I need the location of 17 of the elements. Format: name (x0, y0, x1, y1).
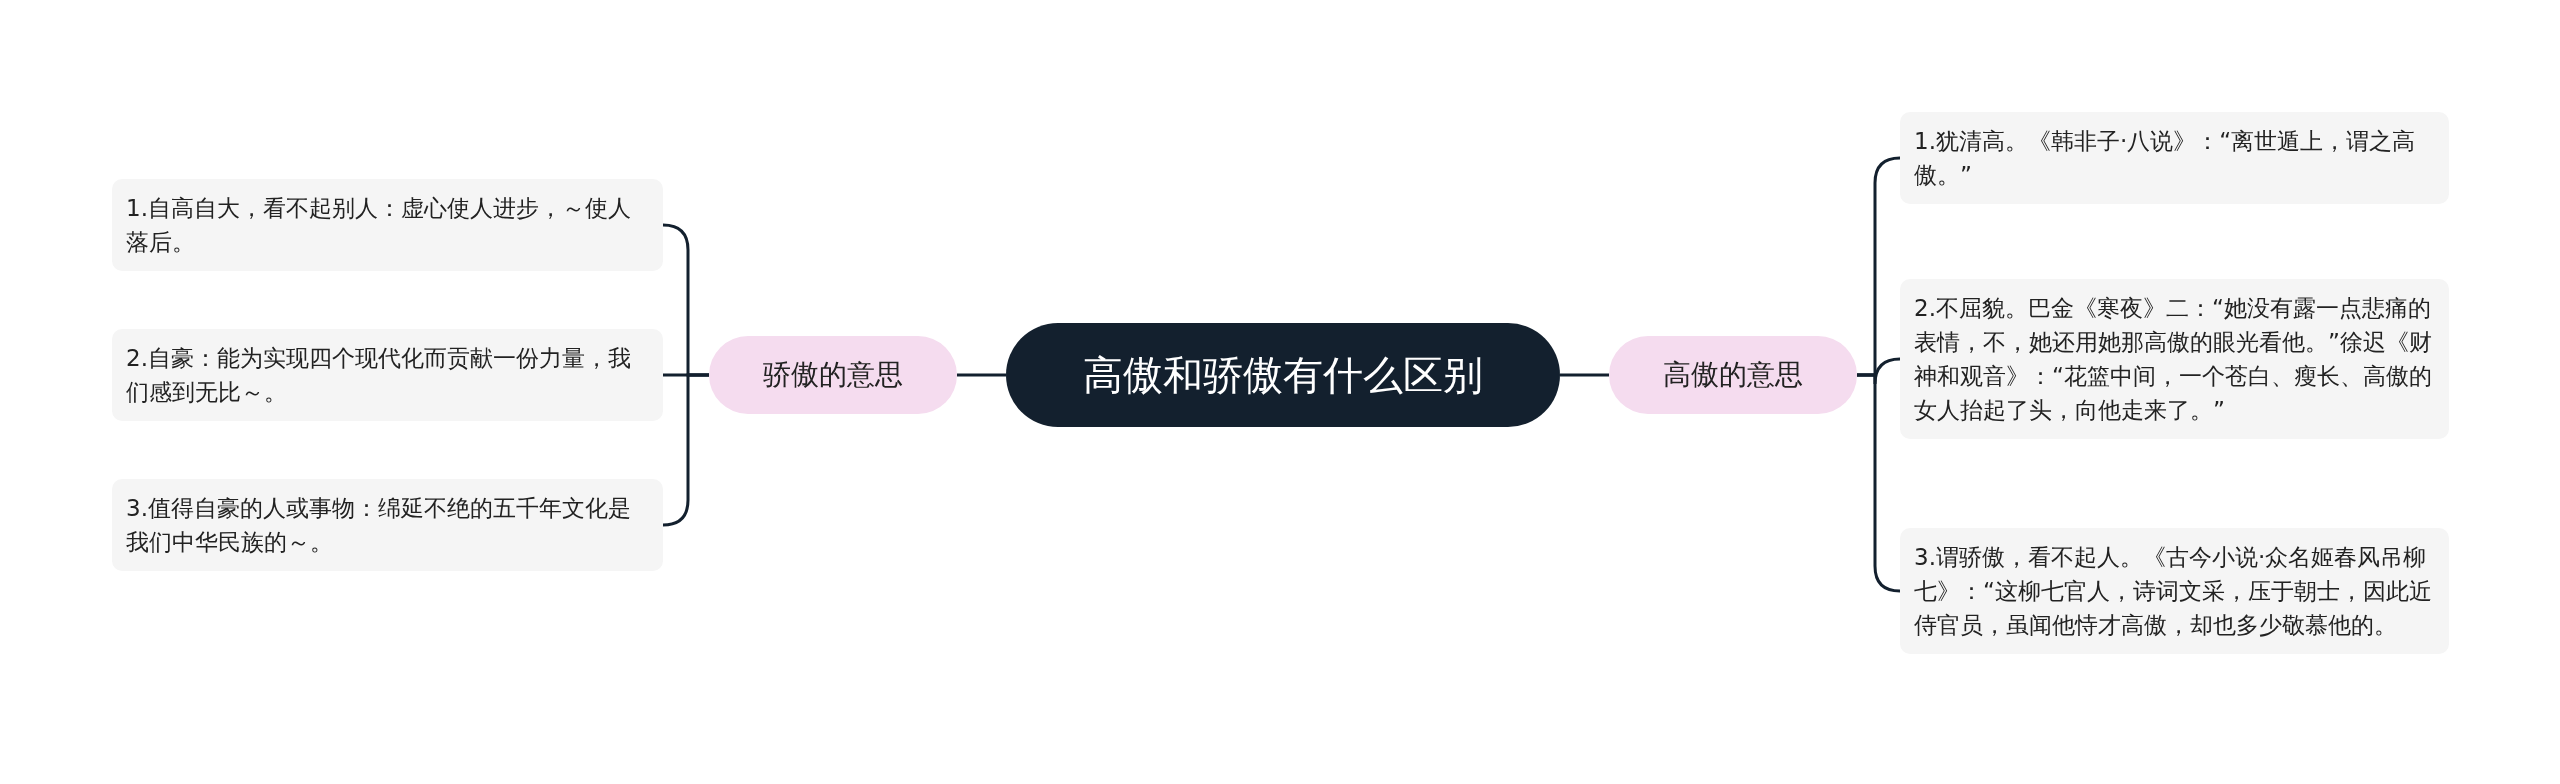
definition-card (1900, 112, 2449, 204)
definition-text: 2.不屈貌。巴金《寒夜》二：“她没有露一点悲痛的表情，不，她还用她那高傲的眼光看他。”徐迟《财神和观音》：“花篮中间，一个苍白、瘦长、高傲的女人抬起了头，向他走来了。” (1914, 294, 2433, 425)
topic-text: 骄傲的意思 (763, 357, 903, 393)
definition-card (1900, 279, 2449, 439)
definition-text: 2.自豪：能为实现四个现代化而贡献一份力量，我们感到无比～。 (126, 344, 632, 407)
definition-card (112, 179, 663, 271)
definition-text: 1.犹清高。《韩非子·八说》：“离世遁上，谓之高傲。” (1914, 127, 2417, 190)
topic-text: 高傲和骄傲有什么区别 (1083, 350, 1483, 400)
definition-text: 3.值得自豪的人或事物：绵延不绝的五千年文化是我们中华民族的～。 (126, 494, 632, 557)
topic-text: 高傲的意思 (1663, 357, 1803, 393)
definition-text: 1.自高自大，看不起别人：虚心使人进步，～使人落后。 (126, 194, 632, 257)
connector-line (957, 373, 1006, 377)
definition-text: 3.谓骄傲，看不起人。《古今小说·众名姬春风吊柳七》：“这柳七官人，诗词文采，压于朝士，因此近侍官员，虽闻他恃才高傲，却也多少敬慕他的。 (1914, 543, 2433, 640)
connector-line (1560, 373, 1609, 377)
definition-card (112, 479, 663, 571)
definition-card (112, 329, 663, 421)
definition-card (1900, 528, 2449, 654)
